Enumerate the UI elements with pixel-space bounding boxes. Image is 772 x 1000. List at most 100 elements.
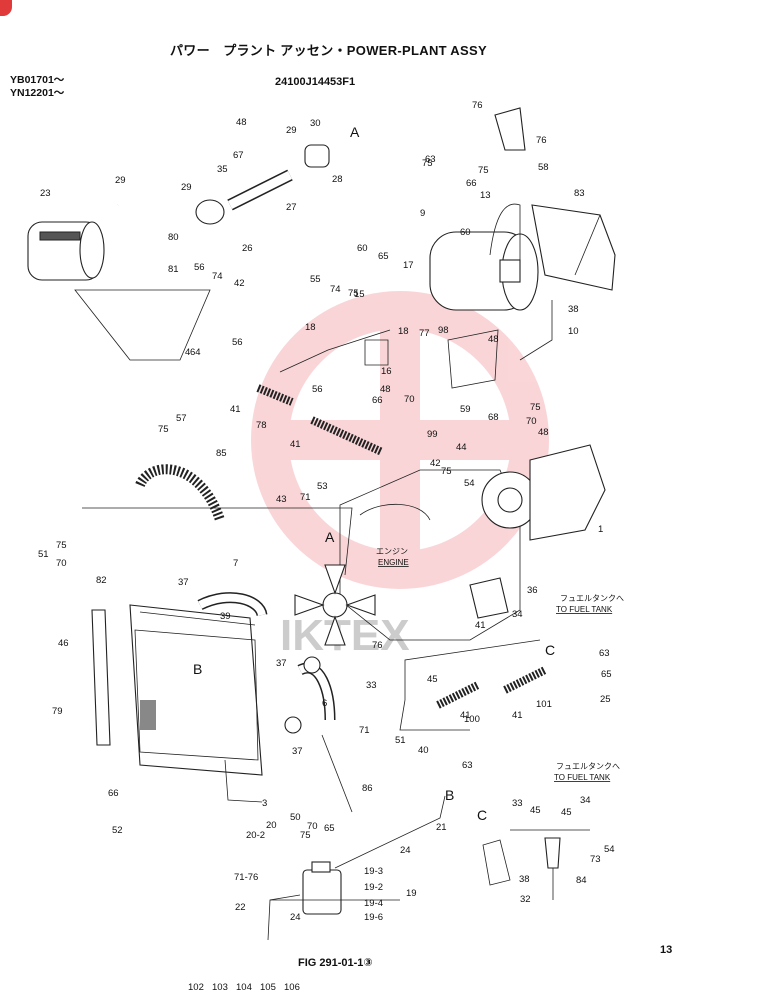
- callout-6: 6: [322, 698, 327, 709]
- callout-38: 38: [568, 304, 579, 315]
- callout-19-2: 19-2: [364, 882, 383, 893]
- ref-letter-a-engine: A: [325, 529, 335, 545]
- callout-66: 66: [108, 788, 119, 799]
- callout-50: 50: [290, 812, 301, 823]
- callout-70: 70: [56, 558, 67, 569]
- callout-20: 20: [266, 820, 277, 831]
- callout-38: 38: [519, 874, 530, 885]
- callout-48: 48: [488, 334, 499, 345]
- callout-67: 67: [233, 150, 244, 161]
- callout-34: 34: [512, 609, 523, 620]
- callout-65: 65: [601, 669, 612, 680]
- serial-range-2: YN12201～: [10, 87, 65, 99]
- callout-74: 74: [212, 271, 223, 282]
- callout-39: 39: [220, 611, 231, 622]
- callout-66: 66: [372, 395, 383, 406]
- callout-75: 75: [158, 424, 169, 435]
- callout-56: 56: [194, 262, 205, 273]
- callout-101: 101: [536, 699, 552, 710]
- corner-tab: [0, 0, 12, 16]
- callout-48: 48: [236, 117, 247, 128]
- page-number: 13: [660, 944, 673, 956]
- callout-85: 85: [216, 448, 227, 459]
- callout-37: 37: [276, 658, 287, 669]
- callout-84: 84: [576, 875, 587, 886]
- callout-54: 54: [604, 844, 615, 855]
- callout-42: 42: [234, 278, 245, 289]
- callout-86: 86: [362, 783, 373, 794]
- callout-35: 35: [217, 164, 228, 175]
- callout-18: 18: [305, 322, 316, 333]
- callout-1: 1: [598, 524, 603, 535]
- callout-100: 100: [464, 714, 480, 725]
- callout-65: 65: [378, 251, 389, 262]
- callout-37: 37: [178, 577, 189, 588]
- callout-56: 56: [232, 337, 243, 348]
- fuel-tank-label-en-1: TO FUEL TANK: [556, 605, 613, 614]
- callout-71-76: 71-76: [234, 872, 258, 883]
- ref-letter-b-radiator: B: [193, 661, 202, 677]
- callout-60: 60: [460, 227, 471, 238]
- callout-19-3: 19-3: [364, 866, 383, 877]
- callout-23: 23: [40, 188, 51, 199]
- callout-75: 75: [441, 466, 452, 477]
- callout-19: 19: [406, 888, 417, 899]
- callout-20-2: 20-2: [246, 830, 265, 841]
- callout-30: 30: [310, 118, 321, 129]
- callout-83: 83: [574, 188, 585, 199]
- callout-106: 106: [284, 982, 300, 993]
- callout-18: 18: [398, 326, 409, 337]
- callout-51: 51: [395, 735, 406, 746]
- callout-27: 27: [286, 202, 297, 213]
- callout-22: 22: [235, 902, 246, 913]
- callout-17: 17: [403, 260, 414, 271]
- callout-41: 41: [475, 620, 486, 631]
- callout-15: 15: [354, 289, 365, 300]
- callout-3: 3: [262, 798, 267, 809]
- callout-41: 41: [512, 710, 523, 721]
- callout-7: 7: [233, 558, 238, 569]
- callout-75: 75: [530, 402, 541, 413]
- callout-28: 28: [332, 174, 343, 185]
- callout-56: 56: [312, 384, 323, 395]
- callout-36: 36: [527, 585, 538, 596]
- callout-75: 75: [348, 288, 359, 299]
- callout-19-4: 19-4: [364, 898, 383, 909]
- callout-24: 24: [290, 912, 301, 923]
- callout-78: 78: [256, 420, 267, 431]
- callout-48: 48: [380, 384, 391, 395]
- callout-42: 42: [430, 458, 441, 469]
- ref-letter-c-filter: C: [477, 807, 487, 823]
- callout-63: 63: [462, 760, 473, 771]
- callout-75: 75: [56, 540, 67, 551]
- callout-52: 52: [112, 825, 123, 836]
- callout-63: 63: [599, 648, 610, 659]
- fuel-tank-label-jp-1: フュエルタンクへ: [560, 594, 624, 603]
- callout-34: 34: [580, 795, 591, 806]
- callout-43: 43: [276, 494, 287, 505]
- callout-57: 57: [176, 413, 187, 424]
- callout-99: 99: [427, 429, 438, 440]
- page-title: パワー プラント アッセン・POWER-PLANT ASSY: [170, 43, 487, 58]
- callout-53: 53: [317, 481, 328, 492]
- callout-41: 41: [290, 439, 301, 450]
- callout-29: 29: [181, 182, 192, 193]
- callout-44: 44: [456, 442, 467, 453]
- callout-103: 103: [212, 982, 228, 993]
- callout-29: 29: [115, 175, 126, 186]
- callout-71: 71: [300, 492, 311, 503]
- callout-79: 79: [52, 706, 63, 717]
- callout-74: 74: [330, 284, 341, 295]
- ref-letter-c-pipe: C: [545, 642, 555, 658]
- callout-40: 40: [418, 745, 429, 756]
- callout-76: 76: [372, 640, 383, 651]
- callout-80: 80: [168, 232, 179, 243]
- callout-55: 55: [310, 274, 321, 285]
- callout-98: 98: [438, 325, 449, 336]
- callout-65: 65: [324, 823, 335, 834]
- callout-70: 70: [307, 821, 318, 832]
- callout-71: 71: [359, 725, 370, 736]
- callout-37: 37: [292, 746, 303, 757]
- callout-4: 4: [185, 347, 190, 358]
